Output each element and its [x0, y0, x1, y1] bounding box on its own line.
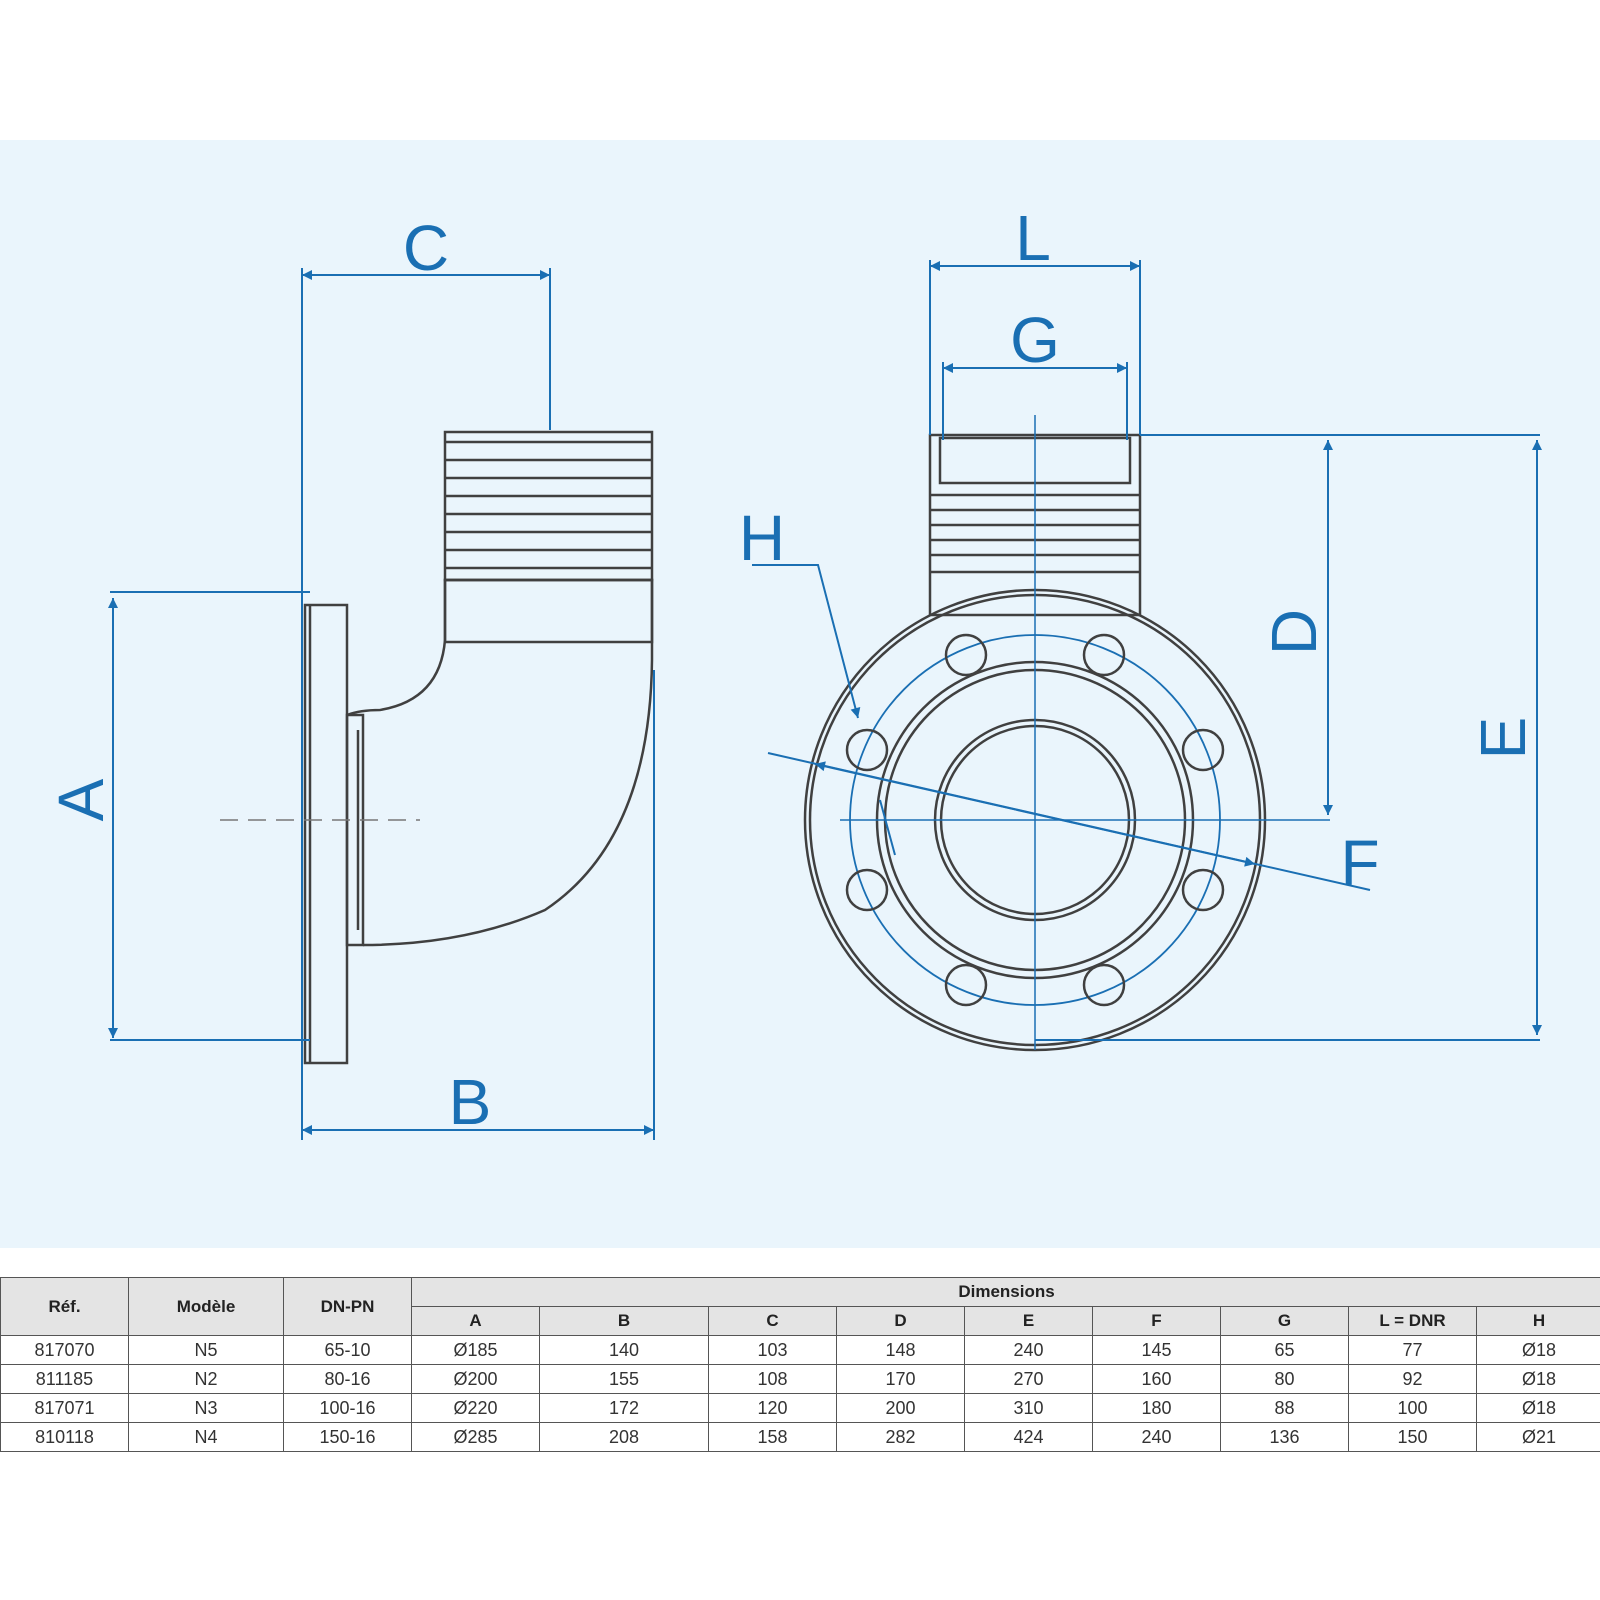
cell-g: 136 [1220, 1422, 1349, 1452]
cell-h: Ø18 [1475, 1364, 1600, 1394]
dim-label-g: G [1010, 304, 1060, 376]
header-col-b: B [539, 1306, 709, 1336]
header-dimensions: Dimensions [410, 1277, 1600, 1307]
cell-g: 88 [1220, 1393, 1349, 1423]
cell-e: 310 [964, 1393, 1093, 1423]
cell-a: Ø285 [411, 1422, 540, 1452]
cell-f: 240 [1092, 1422, 1221, 1452]
front-view: L G D E F H [739, 202, 1542, 1052]
cell-c: 158 [708, 1422, 837, 1452]
cell-d: 170 [836, 1364, 965, 1394]
cell-l-dnr: 92 [1348, 1364, 1477, 1394]
cell-l-dnr: 150 [1348, 1422, 1477, 1452]
table-row: 817071 N3 100-16 Ø220 172 120 200 310 18… [0, 1393, 1600, 1423]
cell-e: 270 [964, 1364, 1093, 1394]
cell-b: 208 [539, 1422, 709, 1452]
dim-label-a: A [45, 778, 117, 821]
cell-f: 145 [1092, 1335, 1221, 1365]
cell-a: Ø185 [411, 1335, 540, 1365]
cell-model: N2 [128, 1364, 284, 1394]
dim-label-l: L [1015, 202, 1051, 274]
cell-dn-pn: 150-16 [283, 1422, 412, 1452]
table-row: 817070 N5 65-10 Ø185 140 103 148 240 145… [0, 1335, 1600, 1365]
cell-ref: 817070 [0, 1335, 129, 1365]
dim-label-d: D [1258, 609, 1330, 655]
cell-dn-pn: 100-16 [283, 1393, 412, 1423]
cell-c: 108 [708, 1364, 837, 1394]
table-row: 810118 N4 150-16 Ø285 208 158 282 424 24… [0, 1422, 1600, 1452]
cell-c: 103 [708, 1335, 837, 1365]
cell-h: Ø18 [1475, 1393, 1600, 1423]
cell-l-dnr: 77 [1348, 1335, 1477, 1365]
cell-model: N5 [128, 1335, 284, 1365]
cell-f: 160 [1092, 1364, 1221, 1394]
cell-g: 80 [1220, 1364, 1349, 1394]
cell-b: 172 [539, 1393, 709, 1423]
header-dn-pn: DN-PN [283, 1277, 412, 1336]
cell-a: Ø200 [411, 1364, 540, 1394]
cell-dn-pn: 65-10 [283, 1335, 412, 1365]
header-col-a: A [411, 1306, 540, 1336]
dim-label-f: F [1340, 827, 1379, 899]
header-col-e: E [964, 1306, 1093, 1336]
dim-label-c: C [403, 212, 449, 284]
header-col-h: H [1475, 1306, 1600, 1336]
cell-g: 65 [1220, 1335, 1349, 1365]
side-view: C A B [45, 212, 655, 1140]
cell-c: 120 [708, 1393, 837, 1423]
cell-l-dnr: 100 [1348, 1393, 1477, 1423]
cell-d: 282 [836, 1422, 965, 1452]
cell-b: 140 [539, 1335, 709, 1365]
cell-h: Ø18 [1475, 1335, 1600, 1365]
cell-ref: 811185 [0, 1364, 129, 1394]
cell-dn-pn: 80-16 [283, 1364, 412, 1394]
header-ref: Réf. [0, 1277, 129, 1336]
cell-b: 155 [539, 1364, 709, 1394]
dim-label-h: H [739, 502, 785, 574]
dimensions-table: Réf. Modèle DN-PN Dimensions A B C D E F… [0, 1277, 1600, 1452]
header-model: Modèle [128, 1277, 284, 1336]
cell-model: N3 [128, 1393, 284, 1423]
header-col-l-dnr: L = DNR [1348, 1306, 1477, 1336]
header-col-c: C [708, 1306, 837, 1336]
cell-f: 180 [1092, 1393, 1221, 1423]
cell-a: Ø220 [411, 1393, 540, 1423]
header-col-d: D [836, 1306, 965, 1336]
elbow-flange-drawing: C A B [45, 202, 1542, 1140]
technical-drawing: C A B [0, 140, 1600, 1248]
header-col-g: G [1220, 1306, 1349, 1336]
header-col-f: F [1092, 1306, 1221, 1336]
table-row: 811185 N2 80-16 Ø200 155 108 170 270 160… [0, 1364, 1600, 1394]
cell-e: 240 [964, 1335, 1093, 1365]
cell-d: 148 [836, 1335, 965, 1365]
dim-label-e: E [1467, 717, 1539, 760]
cell-h: Ø21 [1475, 1422, 1600, 1452]
cell-ref: 810118 [0, 1422, 129, 1452]
cell-ref: 817071 [0, 1393, 129, 1423]
dim-label-b: B [449, 1066, 492, 1138]
cell-d: 200 [836, 1393, 965, 1423]
cell-model: N4 [128, 1422, 284, 1452]
cell-e: 424 [964, 1422, 1093, 1452]
